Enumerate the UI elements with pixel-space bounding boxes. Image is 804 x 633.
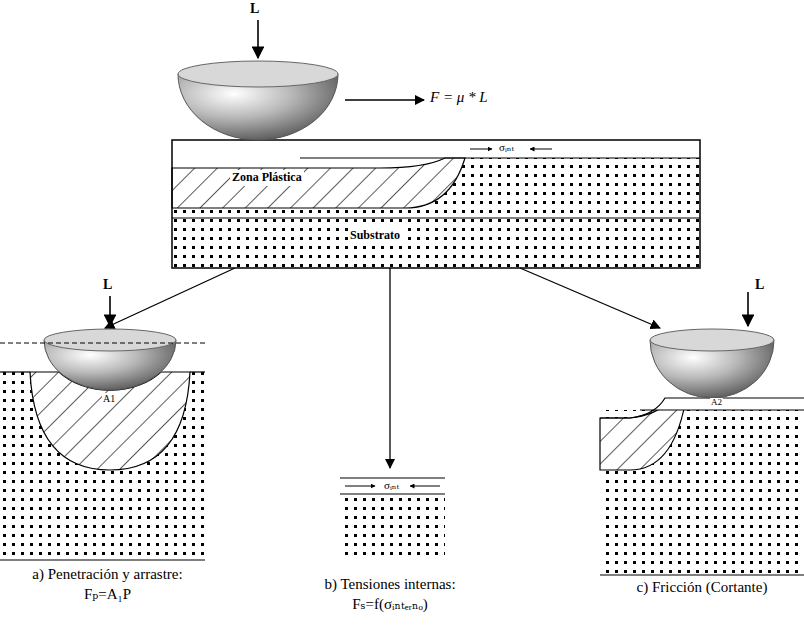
load-label: L — [250, 1, 259, 16]
area-label: A2 — [710, 398, 723, 408]
sub-internal-stress — [340, 478, 445, 560]
coating-line — [340, 493, 445, 494]
top-specimen — [172, 140, 700, 268]
load-arrow — [109, 296, 111, 326]
coating-line — [300, 157, 700, 158]
substrate-dots — [340, 494, 445, 560]
force-arrow — [345, 99, 424, 100]
load-label: L — [755, 277, 764, 292]
stress-label: σᵢₙₜ — [383, 479, 400, 491]
branch-arrow — [105, 268, 235, 328]
surface-line — [190, 371, 205, 372]
stress-panel: b) Tensiones internas: Fₛ=f(σᵢₙₜₑᵣₙₒ) — [295, 470, 487, 630]
stress-arrow — [410, 486, 440, 487]
stress-arrow — [470, 149, 492, 150]
stress-label: σᵢₙₜ — [498, 141, 515, 153]
coating-line — [640, 409, 804, 410]
original-surface — [0, 343, 205, 344]
panel-caption: a) Penetración y arrastre: Fₚ=A₁P — [15, 565, 200, 604]
region-label: Substrato — [348, 228, 402, 244]
coating — [640, 398, 804, 410]
substrate-dots — [0, 372, 205, 560]
stress-arrow — [345, 486, 375, 487]
panel-caption: c) Fricción (Cortante) — [607, 578, 797, 598]
indenter-rim — [44, 329, 176, 351]
specimen-outline — [172, 140, 700, 268]
load-arrow — [747, 292, 749, 326]
sub-friction — [600, 292, 804, 575]
penetration-panel: a) Penetración y arrastre: Fₚ=A₁P — [0, 330, 210, 630]
force-label: F = μ * L — [430, 89, 488, 106]
surface-line — [0, 371, 30, 372]
indenter-rim — [650, 329, 774, 351]
branch-arrow — [520, 268, 660, 328]
layer-line — [172, 218, 700, 219]
plastic-zone — [172, 158, 465, 208]
specimen-block — [172, 140, 700, 268]
sub-penetration — [0, 296, 205, 560]
stress-arrow — [530, 149, 552, 150]
base-line — [0, 559, 205, 560]
friction-panel: c) Fricción (Cortante) — [600, 330, 804, 630]
area-label: A1 — [102, 393, 116, 404]
indenter-rim — [178, 61, 338, 87]
base-line — [600, 574, 804, 575]
plastic-zone — [600, 404, 685, 470]
load-label: L — [103, 277, 112, 292]
panel-caption: b) Tensiones internas: Fₛ=f(σᵢₙₜₑᵣₙₒ) — [295, 575, 485, 614]
substrate-dots — [172, 158, 700, 268]
branch-arrow — [389, 268, 390, 468]
load-arrow — [257, 20, 259, 58]
region-label: Zona Plástica — [230, 170, 304, 186]
top-indenter — [178, 20, 424, 140]
specimen-section: Zona PlásticaSubstrato — [172, 140, 700, 268]
coating-line — [600, 398, 804, 418]
